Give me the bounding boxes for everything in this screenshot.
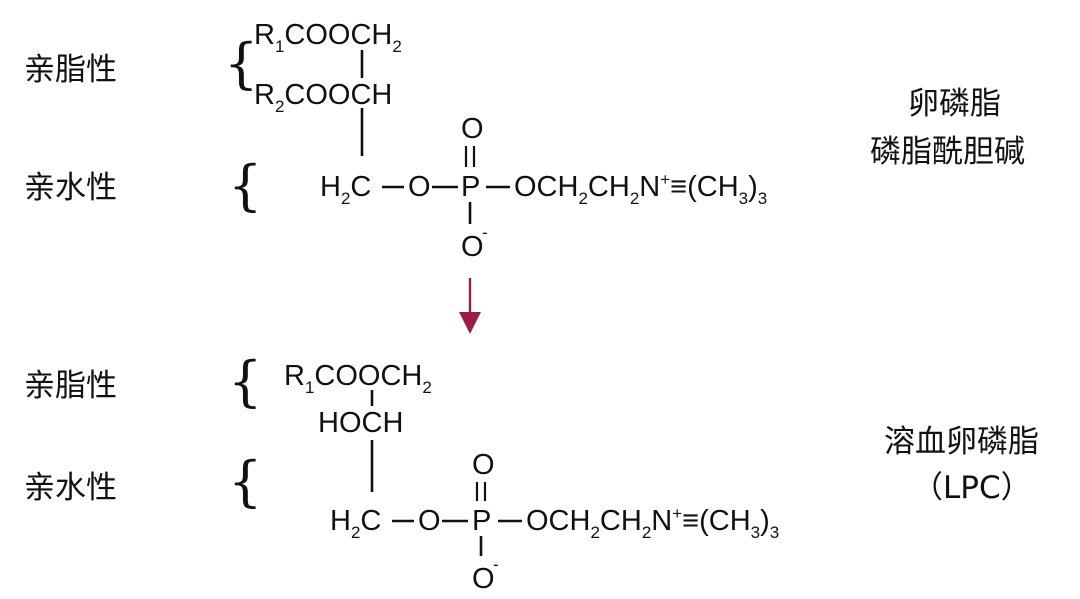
top-ester-oxygen: O (408, 171, 431, 203)
bottom-hoch-row: HOCH (318, 407, 403, 439)
top-compound-systematic-name: 磷脂酰胆碱 (870, 134, 1025, 170)
top-choline-group: OCH2CH2N+≡(CH3)3 (514, 170, 767, 208)
bottom-ester-oxygen: O (418, 505, 441, 537)
top-ch2-group: H2C (320, 171, 371, 208)
bottom-negative-charge: - (493, 555, 499, 574)
top-phosphoryl-oxygen: O (461, 113, 484, 145)
top-compound-name: 卵磷脂 (908, 86, 1001, 122)
bottom-hydrophilic-brace: { (228, 450, 262, 513)
bottom-phosphorus: P (472, 505, 491, 537)
bottom-hydrophilic-label: 亲水性 (24, 470, 117, 506)
top-phosphate-anion-oxygen: O (461, 231, 484, 263)
top-hydrophilic-brace: { (228, 154, 262, 217)
lecithin-structure: 亲脂性 亲水性 { { R1COOCH2 R2COOCH H2C O P O O… (24, 19, 1025, 263)
top-lipophilic-brace: { (224, 32, 258, 95)
top-hydrophilic-label: 亲水性 (24, 170, 117, 206)
bottom-lipophilic-brace: { (228, 350, 262, 413)
top-r2-ester-row: R2COOCH (254, 79, 392, 116)
bottom-phosphoryl-oxygen: O (472, 449, 495, 481)
top-r1-ester-row: R1COOCH2 (254, 19, 402, 56)
bottom-phosphate-anion-oxygen: O (472, 563, 495, 595)
lpc-structure: 亲脂性 亲水性 { { R1COOCH2 HOCH H2C O P O O - … (24, 350, 1039, 595)
bottom-compound-abbreviation: （LPC） (912, 470, 1032, 506)
top-phosphorus: P (461, 171, 480, 203)
bottom-compound-name: 溶血卵磷脂 (884, 424, 1039, 460)
bottom-ch2-group: H2C (330, 505, 381, 542)
bottom-lipophilic-label: 亲脂性 (24, 368, 117, 404)
arrow-head (459, 312, 481, 334)
bottom-choline-group: OCH2CH2N+≡(CH3)3 (526, 504, 779, 542)
top-negative-charge: - (482, 223, 488, 242)
bottom-r1-ester-row: R1COOCH2 (284, 360, 432, 397)
reaction-arrow (459, 278, 481, 334)
top-lipophilic-label: 亲脂性 (24, 52, 117, 88)
